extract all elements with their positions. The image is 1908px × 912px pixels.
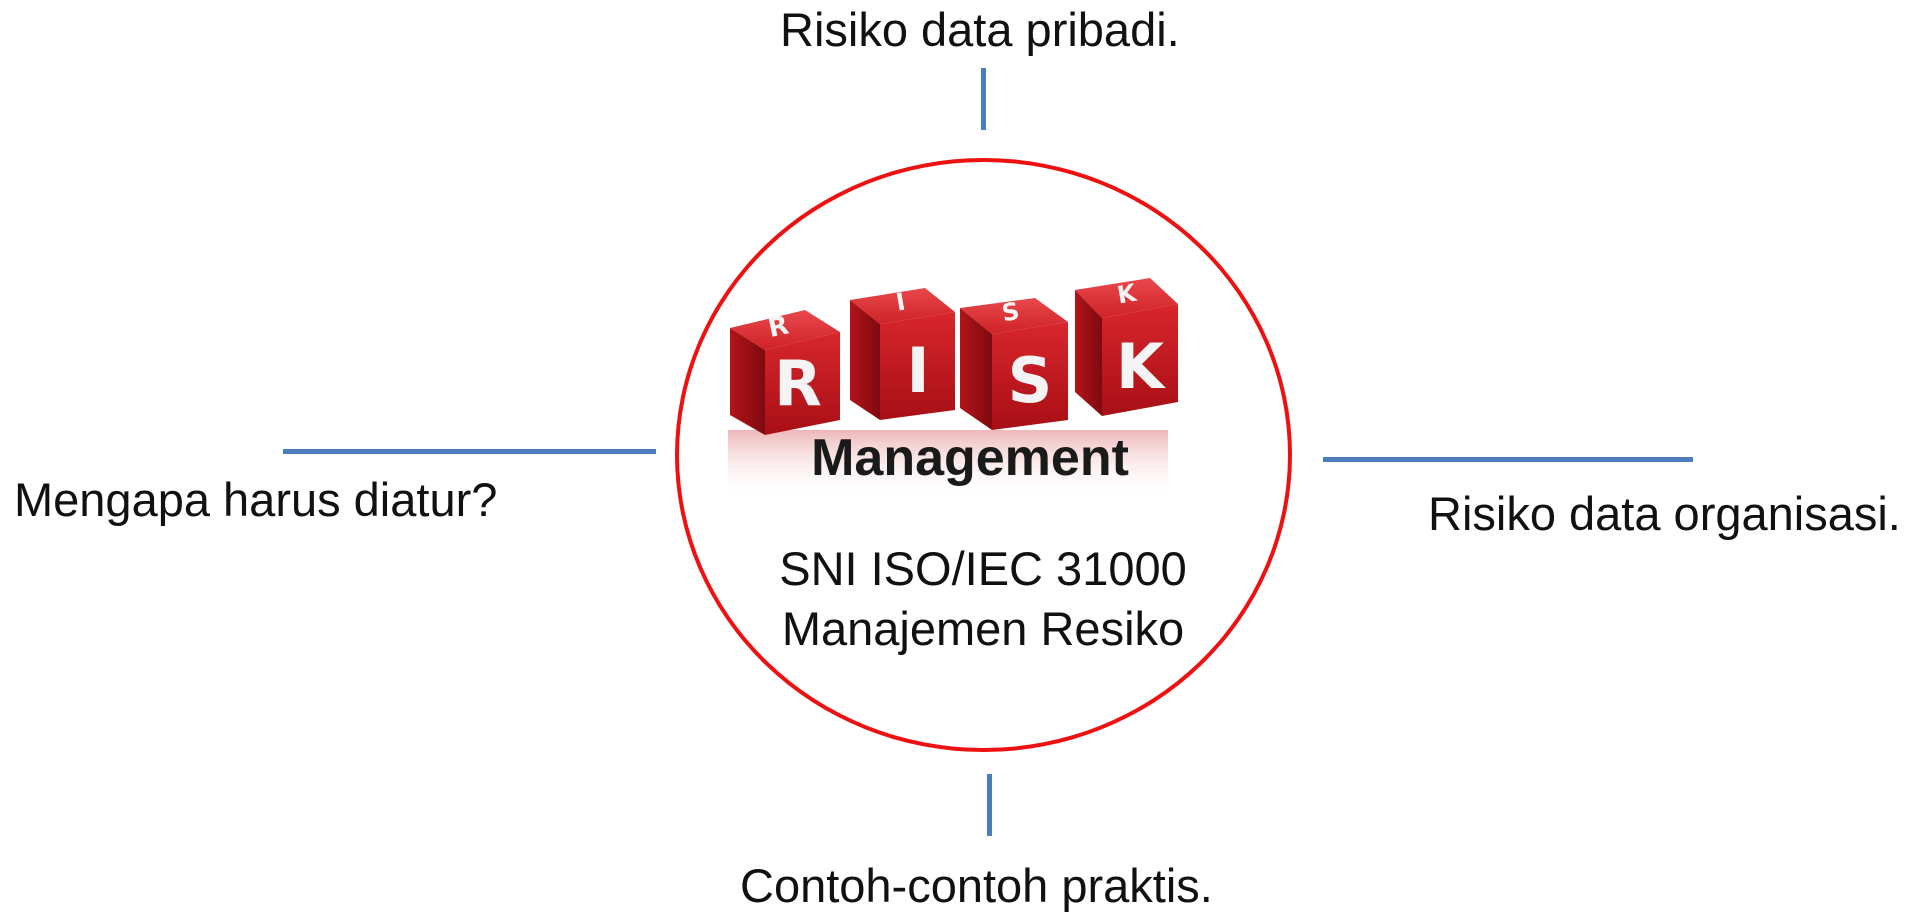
center-title-topic: Manajemen Resiko (781, 602, 1185, 655)
cube-s: S S (960, 297, 1068, 430)
branch-label-bottom: Contoh-contoh praktis. (740, 859, 1213, 912)
cube-letter-s: S (1008, 344, 1053, 417)
branch-label-top: Risiko data pribadi. (780, 3, 1180, 56)
risk-management-logo: R R I I S S K K Management (728, 278, 1178, 500)
cube-letter-i: I (906, 334, 929, 407)
connector-line-bottom (987, 774, 992, 836)
connector-line-top (981, 68, 986, 130)
cube-reflection (728, 430, 1168, 500)
cube-r: R R (730, 310, 840, 435)
branch-label-left: Mengapa harus diatur? (14, 473, 498, 526)
svg-text:S: S (1000, 297, 1022, 328)
connector-line-left (283, 449, 656, 454)
cube-letter-r: R (774, 347, 822, 420)
cube-letter-k: K (1116, 330, 1166, 403)
connector-line-right (1323, 457, 1693, 462)
center-title-standard: SNI ISO/IEC 31000 (779, 542, 1187, 595)
branch-label-right: Risiko data organisasi. (1428, 487, 1901, 540)
center-circle (675, 158, 1292, 752)
cube-k: K K (1075, 278, 1178, 416)
logo-caption: Management (811, 429, 1129, 487)
cube-i: I I (850, 288, 955, 420)
